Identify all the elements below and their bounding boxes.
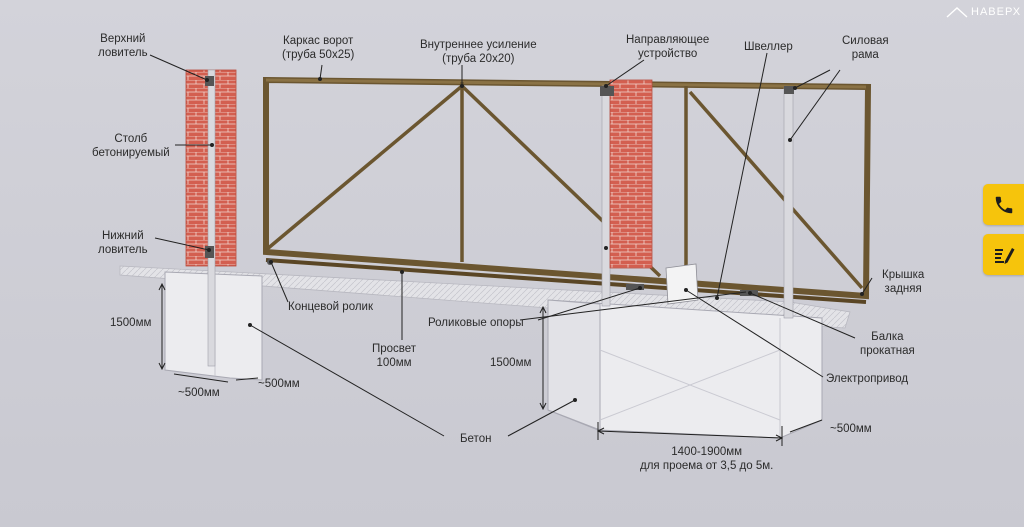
label-concrete-post: Столб бетонируемый [92,133,170,159]
dimension-lines [158,282,823,446]
right-foundation [547,299,823,439]
label-width-500-b: ~500мм [258,378,300,390]
label-clearance: Просвет 100мм [372,343,417,369]
label-back-cover: Крышка задняя [882,269,925,295]
gate-frame [263,76,872,300]
electric-drive-box [665,263,699,305]
label-span-length: 1400-1900мм для проема от 3,5 до 5м. [640,446,774,472]
back-to-top-button[interactable]: НАВЕРХ [946,6,1021,18]
label-concrete: Бетон [460,433,492,445]
label-height-left: 1500мм [110,317,152,329]
label-inner-reinforcement: Внутреннее усиление (труба 20x20) [420,39,537,65]
lower-catcher-part [205,246,214,258]
upper-catcher-part [205,76,214,86]
label-upper-catcher: Верхний ловитель [98,33,148,59]
label-electric-drive: Электропривод [826,373,909,385]
label-end-roller: Концевой ролик [288,301,373,313]
right-brick-post [609,79,653,269]
label-guide-device: Направляющее устройство [626,34,710,60]
back-to-top-label: НАВЕРХ [971,6,1022,18]
label-width-500-a: ~500мм [178,387,220,399]
chevron-up-icon [946,7,968,18]
leader-dots [205,77,864,402]
call-button[interactable] [983,184,1024,225]
label-lower-catcher: Нижний ловитель [98,230,148,256]
pen-note-icon [994,247,1014,264]
label-channel: Швеллер [744,41,793,53]
leader-lines [149,52,873,437]
label-power-frame: Силовая рама [842,35,889,61]
label-rolled-beam: Балка прокатная [860,331,915,357]
bottom-beam [265,258,867,304]
write-message-button[interactable] [983,234,1024,275]
guide-device-part [600,86,614,96]
left-post-pipe [207,69,216,367]
label-roller-supports: Роликовые опоры [428,317,524,329]
phone-icon [995,196,1012,213]
label-height-right: 1500мм [490,357,532,369]
power-frame-cap [784,86,794,94]
power-frame-pipe [783,87,794,319]
label-width-500-c: ~500мм [830,423,872,435]
label-gate-frame: Каркас ворот (труба 50x25) [282,35,355,61]
right-post-pipe [601,85,611,307]
